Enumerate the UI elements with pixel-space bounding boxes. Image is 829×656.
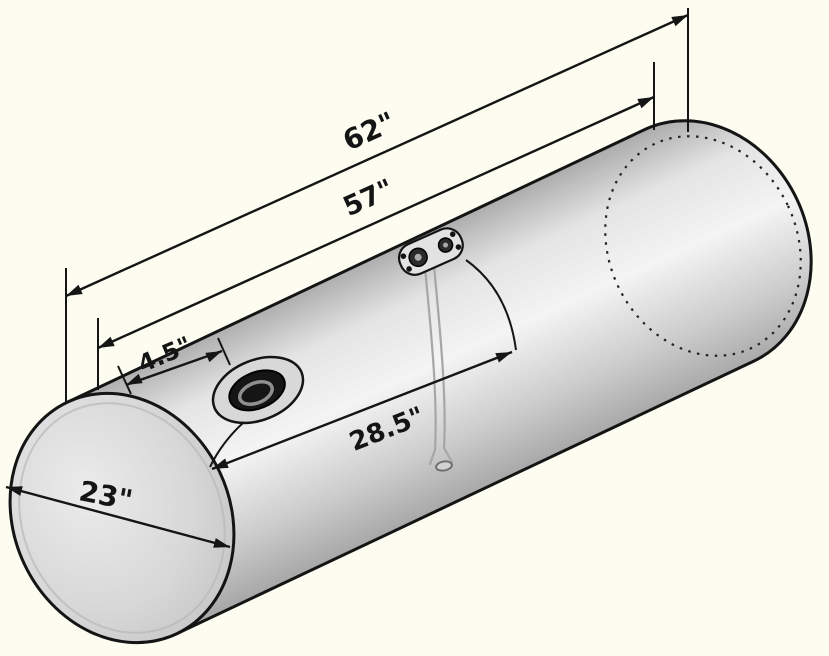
dim-45-arrow-right (205, 351, 222, 363)
dim-62-arrow-left (66, 284, 83, 296)
sender-fitting-small-port (443, 242, 449, 248)
pickup-tube (423, 264, 454, 472)
dim-62-line (65, 13, 689, 298)
dim-285-ext-left (209, 421, 245, 468)
dimension-overall-length: 62" (65, 8, 689, 402)
fuel-sender-unit (397, 227, 464, 276)
sender-fitting-large-port (414, 253, 422, 261)
dim-23-line (5, 485, 231, 549)
tank-rear-face-dashed (604, 135, 802, 357)
filler-neck (211, 355, 305, 425)
dim-23-arrow-right (213, 538, 230, 548)
dim-285-arrow-left (212, 458, 229, 469)
dim-45-ext-left (117, 365, 132, 395)
tank-front-face-lip (18, 402, 226, 634)
dim-285-arrow-right (495, 352, 512, 363)
dim-57-line (97, 95, 655, 350)
sender-bolts (400, 231, 462, 272)
dim-45-ext-right (217, 337, 231, 366)
dim-57-arrow-left (98, 336, 115, 348)
filler-neck-inner-ring (238, 379, 274, 406)
dim-62-arrow-right (671, 15, 688, 27)
dim-45-line (125, 349, 223, 387)
dim-285-line (211, 350, 513, 471)
filler-neck-opening (228, 369, 286, 412)
pickup-tube-foot (435, 460, 453, 472)
dim-45-arrow-left (126, 373, 143, 385)
dim-23-arrow-left (6, 486, 23, 496)
dim-285-ext-right (465, 259, 517, 351)
dim-57-arrow-right (637, 97, 654, 109)
